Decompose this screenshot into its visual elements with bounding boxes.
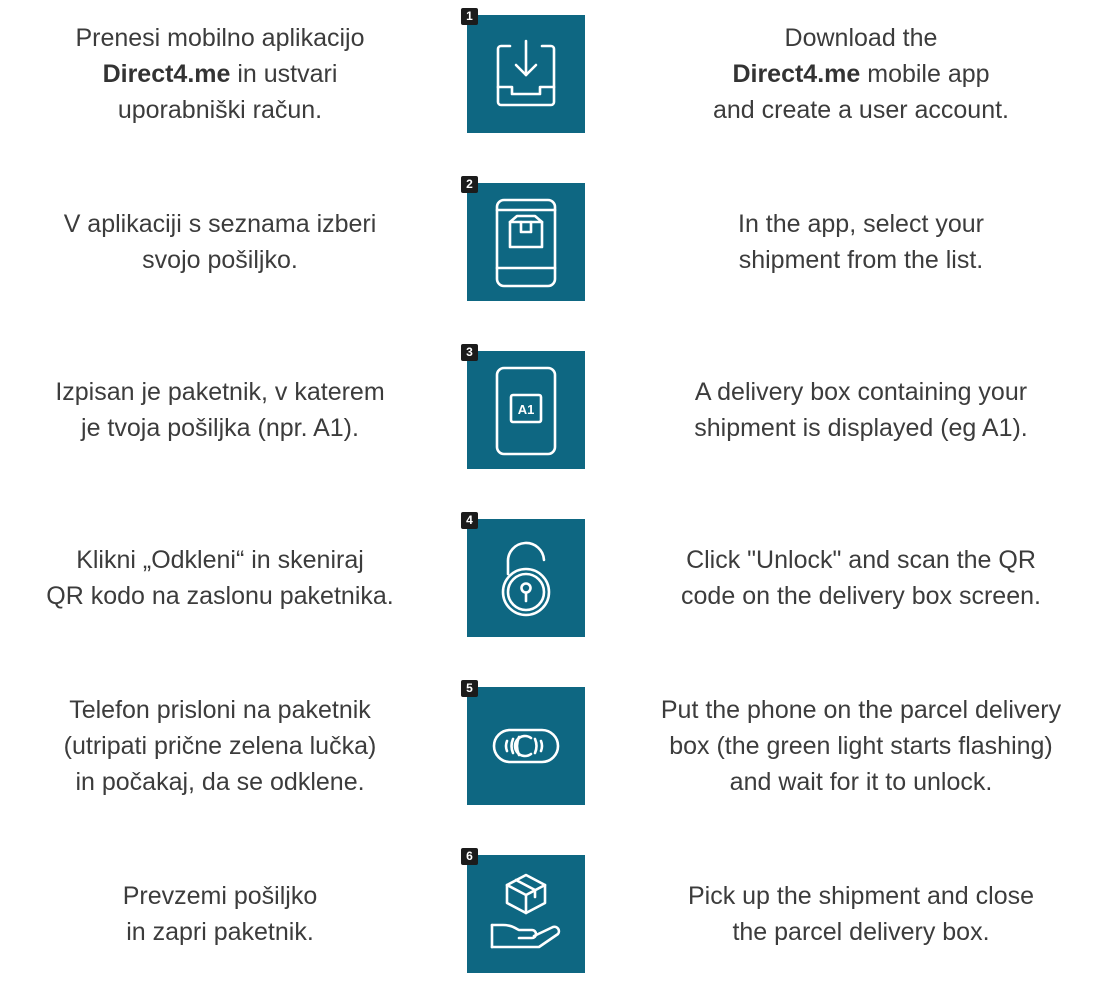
step-text-slovenian: Izpisan je paketnik, v katerem je tvoja … xyxy=(55,378,385,442)
step-number-badge: 6 xyxy=(461,848,478,865)
step-icon-tile: A1 xyxy=(467,351,585,469)
step-text-english: Click "Unlock" and scan the QR code on t… xyxy=(681,546,1041,610)
delivery-box-display-icon: A1 xyxy=(495,366,557,456)
download-tray-icon xyxy=(496,39,556,107)
step-text-english: A delivery box containing your shipment … xyxy=(694,378,1028,442)
step-number-badge: 3 xyxy=(461,344,478,361)
step-text-slovenian: Telefon prisloni na paketnik (utripati p… xyxy=(63,696,377,796)
step-number-badge: 1 xyxy=(461,8,478,25)
step-text-slovenian: Prenesi mobilno aplikacijo Direct4.me in… xyxy=(20,15,420,133)
step-icon-tile xyxy=(467,519,585,637)
step-icon-tile xyxy=(467,687,585,805)
step-text-slovenian: V aplikaciji s seznama izberi svojo poši… xyxy=(63,210,377,274)
app-name: Direct4.me xyxy=(102,60,231,88)
step-row: Prenesi mobilno aplikacijo Direct4.me in… xyxy=(0,8,1102,133)
contactless-signal-icon xyxy=(492,728,560,764)
step-number-badge: 2 xyxy=(461,176,478,193)
app-name: Direct4.me xyxy=(732,60,861,88)
step-text-slovenian: Klikni „Odkleni“ in skeniraj QR kodo na … xyxy=(46,546,394,610)
unlocked-padlock-icon xyxy=(501,541,551,617)
step-row: Klikni „Odkleni“ in skeniraj QR kodo na … xyxy=(0,512,1102,637)
step-row: Izpisan je paketnik, v katerem je tvoja … xyxy=(0,344,1102,469)
step-row: Telefon prisloni na paketnik (utripati p… xyxy=(0,680,1102,805)
step-text-english: Put the phone on the parcel delivery box… xyxy=(660,696,1062,796)
step-number-badge: 4 xyxy=(461,512,478,529)
box-label: A1 xyxy=(518,402,535,417)
text-part: Download the xyxy=(784,24,938,52)
step-text-slovenian: Prevzemi pošiljko in zapri paketnik. xyxy=(122,882,318,946)
step-row: Prevzemi pošiljko in zapri paketnik. 6 P… xyxy=(0,848,1102,973)
text-part: in ustvari uporabniški račun. xyxy=(117,60,338,124)
step-number-badge: 5 xyxy=(461,680,478,697)
text-part: Prenesi mobilno aplikacijo xyxy=(75,24,365,52)
hand-holding-parcel-icon xyxy=(490,873,561,949)
text-part: mobile app and create a user account. xyxy=(712,60,1010,124)
step-icon-tile xyxy=(467,855,585,973)
step-row: V aplikaciji s seznama izberi svojo poši… xyxy=(0,176,1102,301)
step-icon-tile xyxy=(467,15,585,133)
step-text-english: Download the Direct4.me mobile app and c… xyxy=(620,15,1102,133)
step-icon-tile xyxy=(467,183,585,301)
step-text-english: Pick up the shipment and close the parce… xyxy=(687,882,1035,946)
step-text-english: In the app, select your shipment from th… xyxy=(738,210,984,274)
phone-parcel-list-icon xyxy=(495,198,557,288)
